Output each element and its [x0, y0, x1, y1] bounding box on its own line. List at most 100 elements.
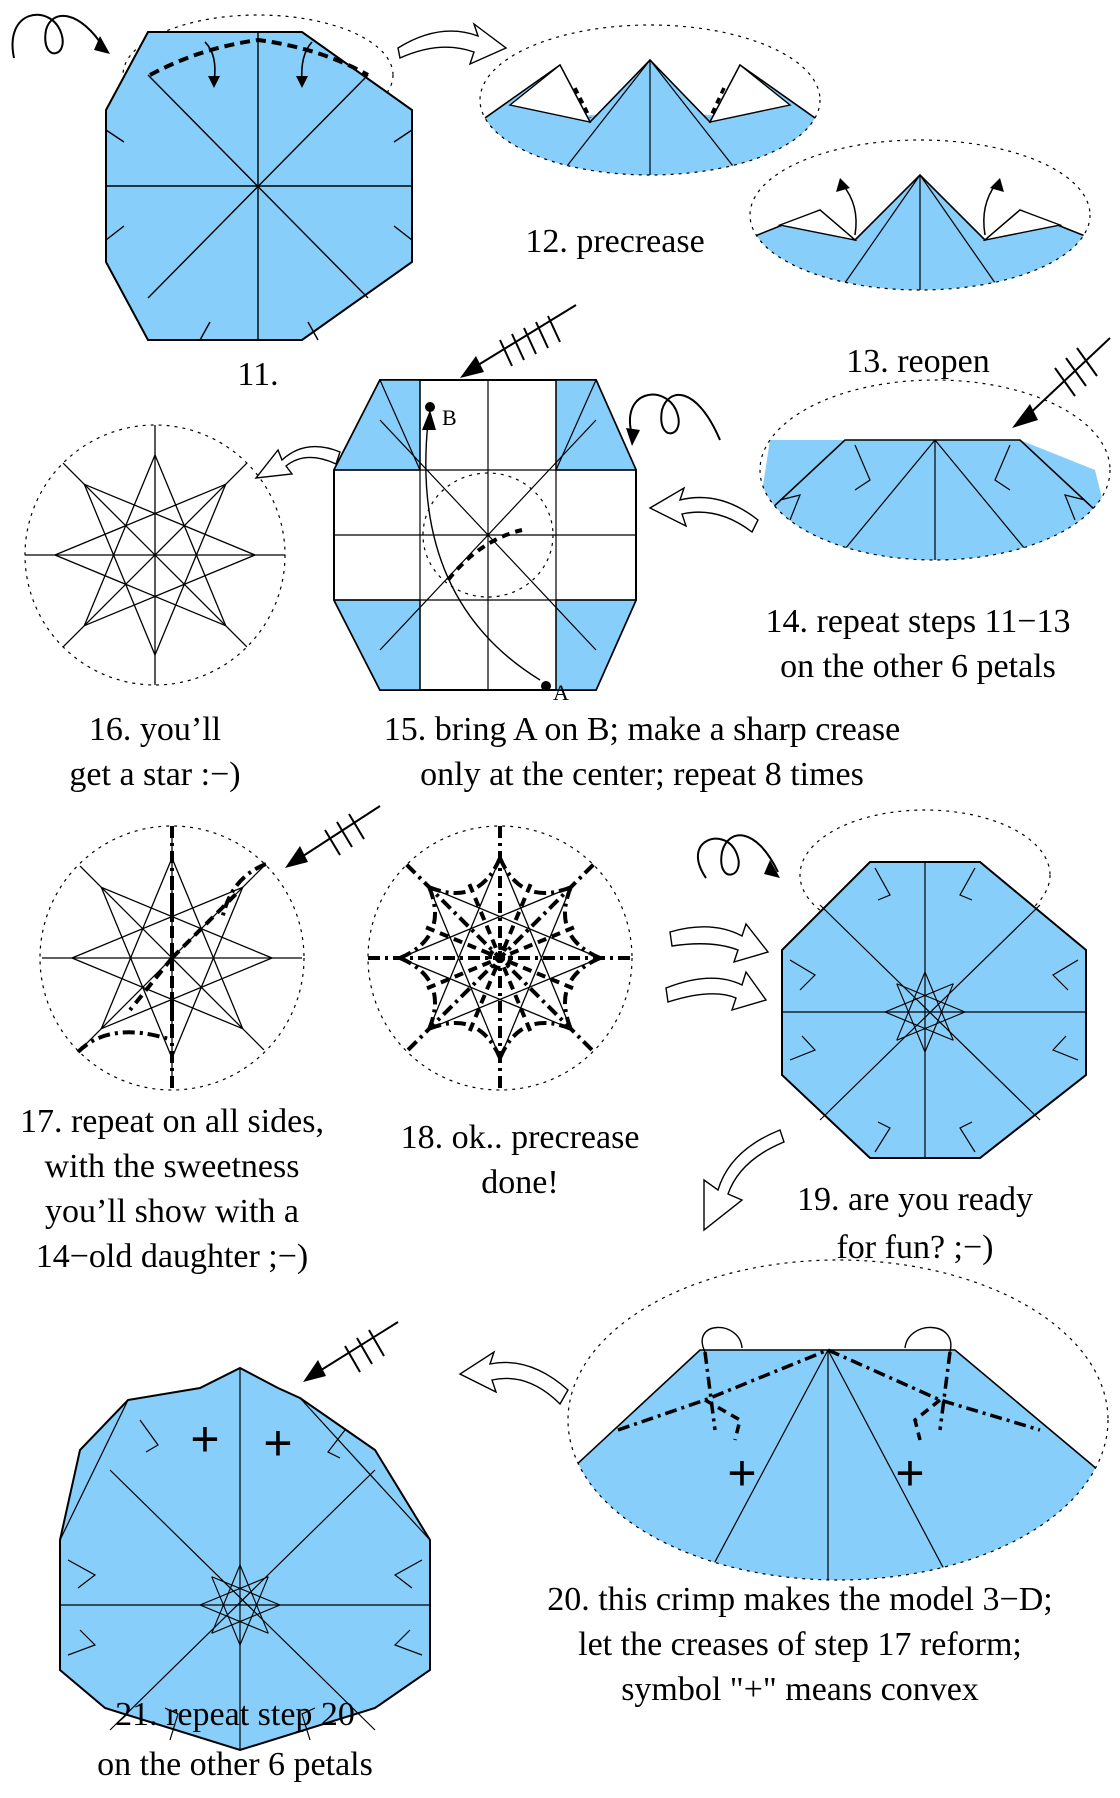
move-arrowhead [422, 410, 436, 430]
unfold-arrow [983, 183, 997, 236]
star-line [896, 1011, 966, 1041]
step-12-caption: 12. precrease [525, 223, 704, 260]
step-14-caption-line1: 14. repeat steps 11−13 [766, 603, 1071, 640]
step-20-caption-line2: let the creases of step 17 reform; [578, 1626, 1022, 1663]
scallop-curve [498, 1020, 572, 1059]
star-line [84, 483, 256, 556]
star-line [399, 957, 571, 1030]
star-line [211, 1576, 241, 1646]
valley-center-circle [488, 946, 512, 970]
convex-symbol: + [895, 1445, 924, 1501]
step-17-caption-line1: 17. repeat on all sides, [20, 1103, 324, 1140]
star-line [101, 957, 273, 1030]
star-line [499, 887, 572, 1059]
star-line [499, 857, 572, 1029]
step-17-caption-line2: with the sweetness [45, 1148, 300, 1185]
label-a: A [553, 680, 569, 705]
edge-tick-marks [789, 867, 1079, 1153]
convex-symbol: + [263, 1415, 292, 1471]
zoom-in-arrowhead [285, 846, 308, 868]
star-line [101, 886, 273, 959]
octagon-paper [781, 861, 1087, 1159]
crease-lines [334, 379, 636, 690]
star-line [399, 886, 571, 959]
white-flap [777, 209, 858, 242]
star-line [211, 1604, 281, 1634]
step-16-caption-line2: get a star :−) [69, 756, 240, 793]
zoom-area-ellipse [749, 139, 1091, 291]
star-line [54, 554, 226, 627]
step-21-caption-line1: 21. repeat step 20 [115, 1696, 355, 1733]
step-17-caption-line3: you’ll show with a [45, 1193, 299, 1230]
point-b [425, 402, 435, 412]
scallop-curve [562, 886, 601, 960]
crimp-arrow [904, 1326, 952, 1353]
star-line [239, 1576, 269, 1646]
label-b: B [442, 405, 457, 430]
zoom-in-arrow-icon [1024, 337, 1111, 419]
star-line [199, 1576, 269, 1606]
fold-arrowhead-right [296, 76, 308, 88]
turn-over-arrowhead [94, 36, 110, 54]
step-14-caption-line2: on the other 6 petals [780, 648, 1056, 685]
precrease-dashed [573, 87, 592, 119]
star-line [100, 857, 173, 1029]
star-line [211, 1564, 241, 1634]
star-line [71, 957, 243, 1030]
scallop-curve [428, 1020, 502, 1059]
crease-dashed [446, 528, 523, 582]
hollow-arrow-icon [458, 1350, 569, 1406]
zoom-circle [367, 825, 633, 1091]
star-line [428, 887, 501, 1059]
mountain-folds [617, 1348, 1041, 1432]
mini-star-center [199, 1564, 281, 1646]
crease-lines [59, 1368, 431, 1750]
blue-corner [555, 599, 638, 691]
crimp-arrow [701, 1326, 743, 1353]
step-19: 19. are you ready for fun? ;−) [781, 809, 1087, 1266]
step-16: 16. you’ll get a star :−) [24, 424, 286, 793]
zoom-in-arrowhead [460, 356, 484, 378]
scallop-curve [428, 857, 502, 896]
star-line [924, 983, 954, 1053]
star-line [428, 857, 501, 1029]
zoom-in-arrow-icon [299, 805, 381, 859]
turn-over-icon [11, 13, 105, 59]
star-line [83, 484, 156, 656]
step-20-caption-line1: 20. this crimp makes the model 3−D; [547, 1581, 1052, 1618]
star-line [896, 971, 926, 1041]
step-18-caption-line2: done! [481, 1164, 558, 1201]
blue-corner [332, 599, 421, 691]
mini-star-center [884, 971, 966, 1053]
zoom-area-ellipse [759, 379, 1111, 561]
star-line [83, 454, 156, 626]
star-line [896, 983, 926, 1053]
zoom-in-arrowhead [303, 1360, 326, 1382]
scallop-curve [498, 857, 572, 896]
step-20-caption-line3: symbol "+" means convex [621, 1671, 979, 1708]
edge-tick-marks [105, 129, 413, 341]
unfold-arrowhead [990, 178, 1004, 192]
hollow-arrow-icon [648, 486, 759, 534]
point-a [541, 681, 551, 691]
unfold-arrow [841, 183, 857, 236]
valley-fold-dashed [149, 37, 369, 77]
star-line [171, 887, 244, 1059]
step-15-caption-line1: 15. bring A on B; make a sharp crease [384, 711, 900, 748]
step-21-caption-line2: on the other 6 petals [97, 1746, 373, 1783]
step-19-caption-line1: 19. are you ready [797, 1181, 1033, 1218]
star-line [884, 1011, 954, 1041]
unfold-arrowhead [836, 178, 850, 192]
step-17-caption-line4: 14−old daughter ;−) [36, 1238, 309, 1275]
star-crease-pattern [25, 425, 285, 685]
precrease-dashed [708, 87, 726, 119]
zoom-circle [39, 825, 305, 1091]
step-18: 18. ok.. precrease done! [367, 825, 639, 1201]
fold-arrowhead-left [208, 76, 220, 88]
star-line [924, 971, 954, 1041]
white-flap [708, 63, 792, 123]
axis-line [62, 462, 248, 648]
star-line [100, 887, 173, 1059]
step-11: 11. [11, 13, 413, 393]
